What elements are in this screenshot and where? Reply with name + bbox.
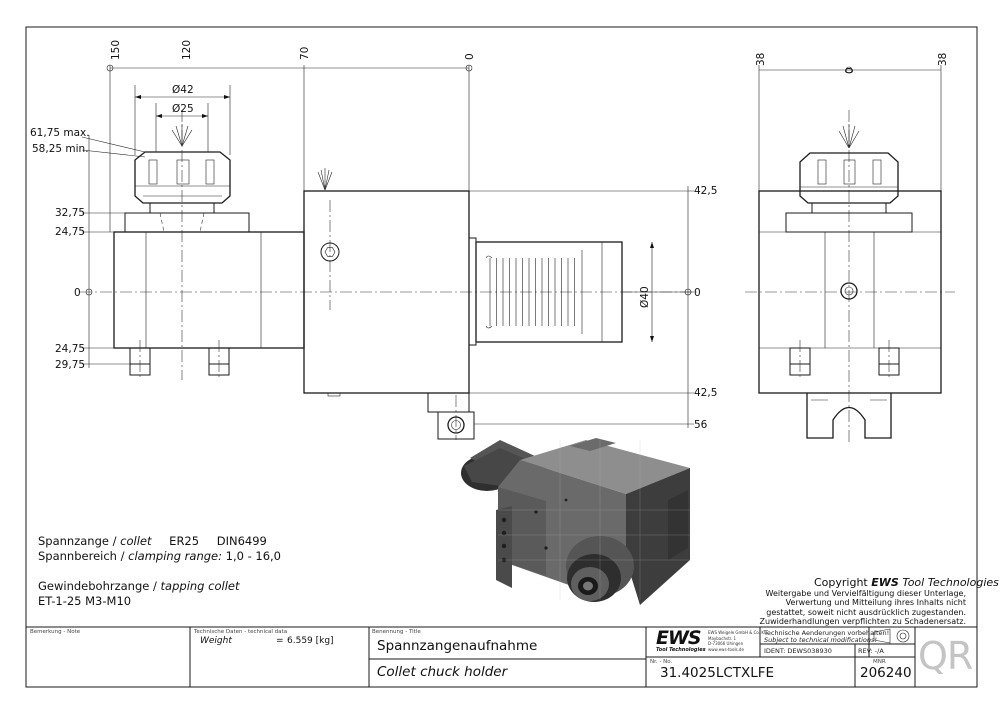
dim-left-3275: 32,75 [55,207,85,219]
mnr-caption: MNR [873,659,886,665]
title-caption: Benennung - Title [372,629,421,635]
changes-german: Technische Aenderungen vorbehalten! [764,629,890,637]
spec-collet-type: ER25 [169,534,200,548]
spec-collet-de: Spannzange / [38,534,117,548]
dim-side-zero: 0 [844,67,856,74]
logo-text: EWS [656,627,702,649]
spec-range-en: clamping range: [128,549,222,563]
dimension-arrows [135,95,654,342]
article-number: 31.4025LCTXLFE [660,665,775,681]
dim-left-zero: 0 [74,287,81,299]
company-address: EWS Weigele GmbH & Co. KG Maybachstr. 1 … [708,630,767,652]
dim-top-0: 0 [464,53,476,60]
dim-side-38-left: 38 [755,53,767,66]
copyright-line: Verwertung und Mitteilung ihres Inhalts … [785,598,966,608]
dim-top-150: 150 [110,40,122,60]
weight-equals: = [276,636,284,646]
spec-tapping-de: Gewindebohrzange / [38,579,157,593]
company-line: Maybachstr. 1 [708,635,737,641]
front-view [80,110,700,440]
copyright-line: Zuwiderhandlungen verpflichten zu Schade… [759,616,966,626]
dim-right-zero: 0 [694,287,701,299]
dim-right-56: 56 [694,419,708,431]
projection-symbol-icon [873,628,910,644]
spec-collet-line: Spannzange / collet ER25 DIN6499 [38,534,267,548]
number-caption: Nr. - No. [650,659,673,665]
dimension-texts: 150 120 70 0 Ø42 Ø25 61,75 max. 58,25 mi… [30,40,949,431]
copyright-brand: EWS [871,576,899,589]
weight-label: Weight [200,636,232,646]
dim-shank-diameter: Ø40 [639,286,651,308]
dim-diameter-25: Ø25 [172,103,194,115]
dim-left-min: 58,25 min. [32,143,89,155]
side-view [745,110,955,445]
dim-left-2475-top: 24,75 [55,226,85,238]
isometric-render [461,438,690,605]
spec-tapping-en: tapping collet [160,579,240,593]
copyright-suffix: Tool Technologies [902,576,999,589]
sheet-border [25,26,978,688]
revision: REV: -/A [858,647,884,655]
spec-collet-norm: DIN6499 [216,534,267,548]
dim-top-70: 70 [299,47,311,60]
dimension-circles [85,64,853,296]
copyright-title: Copyright EWS Tool Technologies [814,576,999,589]
ews-logo: EWS Tool Technologies [656,627,706,654]
dimension-lines [81,65,942,428]
copyright-line: gestattet, soweit nicht ausdrücklich zug… [766,607,966,617]
logo-subtitle: Tool Technologies [656,647,706,653]
spec-tapping-line: Gewindebohrzange / tapping collet [38,579,239,593]
spec-range-de: Spannbereich / [38,549,125,563]
dim-side-38-right: 38 [937,53,949,66]
title-german: Spannzangenaufnahme [377,638,538,654]
company-line: EWS Weigele GmbH & Co. KG [708,630,768,635]
dim-top-120: 120 [181,40,193,60]
spec-range-value: 1,0 - 16,0 [225,549,281,563]
tech-data-caption: Technische Daten - technical data [194,629,288,635]
note-caption: Bemerkung - Note [30,629,81,635]
copyright-prefix: Copyright [814,576,868,589]
company-line: D-73066 Uhingen [708,641,744,646]
dim-left-2975: 29,75 [55,359,85,371]
dim-right-425-top: 42,5 [694,185,717,197]
mnr-number: 206240 [860,665,912,681]
qr-placeholder: QR [918,634,973,678]
spec-range-line: Spannbereich / clamping range: 1,0 - 16,… [38,549,281,563]
title-english: Collet chuck holder [377,664,508,680]
ident-number: IDENT: DEWS038930 [764,647,832,655]
dim-diameter-42: Ø42 [172,84,194,96]
weight-value: 6.559 [kg] [287,636,334,646]
dim-left-max: 61,75 max. [30,127,90,139]
spec-tapping-value: ET-1-25 M3-M10 [38,594,132,608]
changes-english: Subject to technical modifications! [764,636,877,644]
copyright-line: Weitergabe und Vervielfältigung dieser U… [765,589,966,598]
spec-collet-en: collet [120,534,152,548]
dim-left-2475-bottom: 24,75 [55,343,85,355]
dim-right-425-bottom: 42,5 [694,387,717,399]
copyright-notice: Weitergabe und Vervielfältigung dieser U… [760,589,966,626]
title-block-grid [189,627,916,687]
company-line: www.ews-tools.de [708,646,744,652]
